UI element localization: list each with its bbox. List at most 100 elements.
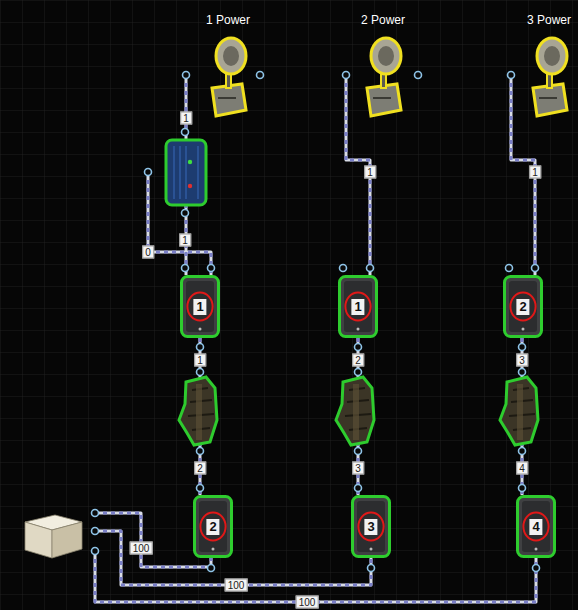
port <box>355 448 362 455</box>
box-panel <box>522 501 550 552</box>
port <box>367 265 374 272</box>
port <box>257 72 264 79</box>
dish-bowl <box>371 38 401 74</box>
port <box>415 72 422 79</box>
wire-connector <box>346 108 370 275</box>
wire-stripe <box>511 108 535 275</box>
port <box>208 565 215 572</box>
wire <box>95 531 371 585</box>
wire-label: 3 <box>516 354 528 367</box>
port <box>208 265 215 272</box>
box-number: 3 <box>364 519 377 535</box>
port <box>197 369 204 376</box>
port <box>355 485 362 492</box>
port <box>183 72 190 79</box>
port <box>519 369 526 376</box>
wire-label: 1 <box>529 166 541 179</box>
red-circle-mark <box>523 513 548 541</box>
red-circle-mark <box>358 513 383 541</box>
power-heading: 1 Power <box>206 13 250 27</box>
box-panel <box>199 501 227 552</box>
dish-detail <box>218 97 236 99</box>
port <box>533 565 540 572</box>
box-body <box>182 277 219 337</box>
wire-label: 4 <box>516 462 528 475</box>
box-number: 2 <box>516 299 529 315</box>
dish-detail <box>539 97 557 99</box>
dish-icon <box>367 38 401 116</box>
port <box>92 510 99 517</box>
indicator-dot <box>212 548 215 551</box>
branch-box: 1 <box>338 275 378 338</box>
wire-label: 1 <box>179 234 191 247</box>
wire-label: 3 <box>352 462 364 475</box>
red-circle-mark <box>200 513 225 541</box>
port <box>145 169 152 176</box>
port <box>182 129 189 136</box>
box-panel <box>357 501 385 552</box>
power-heading: 2 Power <box>361 13 405 27</box>
box-body <box>518 497 555 557</box>
indicator-dot <box>370 548 373 551</box>
port <box>343 72 350 79</box>
port <box>355 344 362 351</box>
power-source-node: 3 Power <box>503 8 575 108</box>
box-panel <box>344 281 372 332</box>
power-source-node: 2 Power <box>338 8 411 108</box>
wire <box>95 531 371 585</box>
port <box>92 548 99 555</box>
red-circle-mark <box>345 293 370 321</box>
wire-stripe <box>346 108 370 275</box>
box-body <box>353 497 390 557</box>
power-heading: 3 Power <box>527 13 571 27</box>
wire <box>510 75 513 108</box>
branch-box: 1 <box>180 275 220 338</box>
wire-label: 2 <box>194 462 206 475</box>
red-circle-mark <box>187 293 212 321</box>
wire <box>345 75 348 108</box>
port <box>519 344 526 351</box>
port <box>532 265 539 272</box>
port <box>197 448 204 455</box>
box-number: 1 <box>193 299 206 315</box>
box-number: 4 <box>529 519 542 535</box>
dish-center <box>378 46 394 66</box>
wire-label: 100 <box>296 596 319 609</box>
wire <box>185 75 188 108</box>
port <box>182 265 189 272</box>
wire-label: 2 <box>352 354 364 367</box>
static-wires <box>95 75 536 602</box>
port <box>519 485 526 492</box>
wire-base <box>346 108 370 275</box>
heater-symbol <box>179 377 217 445</box>
port <box>519 448 526 455</box>
port <box>368 565 375 572</box>
box-body <box>340 277 377 337</box>
wire-label: 1 <box>364 166 376 179</box>
indicator-dot <box>535 548 538 551</box>
port <box>355 369 362 376</box>
box-body <box>505 277 542 337</box>
port <box>197 485 204 492</box>
dish-center <box>544 46 560 66</box>
power-source-node: 1 Power <box>178 8 256 108</box>
branch-box: 2 <box>503 275 543 338</box>
wire-connector <box>511 108 535 275</box>
port <box>508 72 515 79</box>
wire-stripe <box>95 75 536 602</box>
branch-box: 2 <box>193 495 233 558</box>
battery-symbol <box>166 140 206 205</box>
wire-label: 100 <box>130 542 153 555</box>
port <box>197 344 204 351</box>
box-number: 1 <box>351 299 364 315</box>
branch-box: 3 <box>351 495 391 558</box>
wire-base <box>511 108 535 275</box>
storage-crate <box>25 515 82 558</box>
ports <box>92 72 540 572</box>
wire-label: 1 <box>180 112 192 125</box>
